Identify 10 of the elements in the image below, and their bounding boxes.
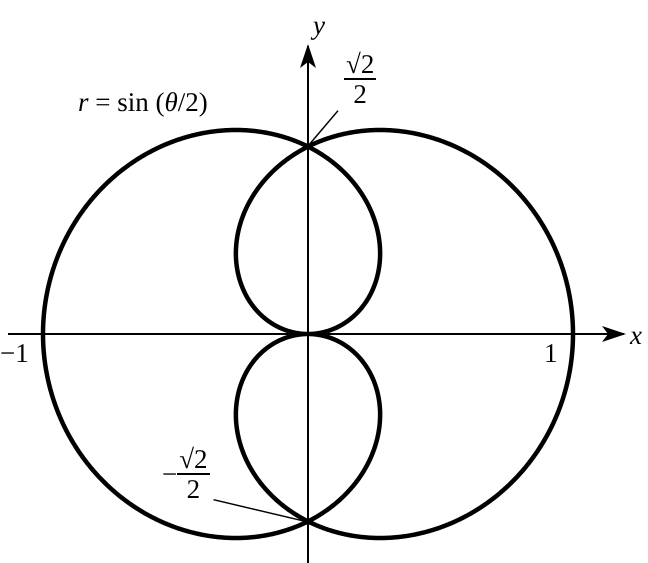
tick-label: 1 xyxy=(544,340,558,367)
leader-line xyxy=(309,110,339,144)
axis-label: y xyxy=(313,12,325,39)
fraction-label: √2 2 xyxy=(177,445,210,504)
curve-equation: r = sin (θ/2) xyxy=(78,89,208,116)
minus-sign: − xyxy=(162,460,178,489)
leader-line xyxy=(213,498,306,522)
tick-label: −1 xyxy=(0,340,29,367)
axis-label: x xyxy=(630,322,642,349)
fraction-label: √2 2 xyxy=(344,50,376,109)
